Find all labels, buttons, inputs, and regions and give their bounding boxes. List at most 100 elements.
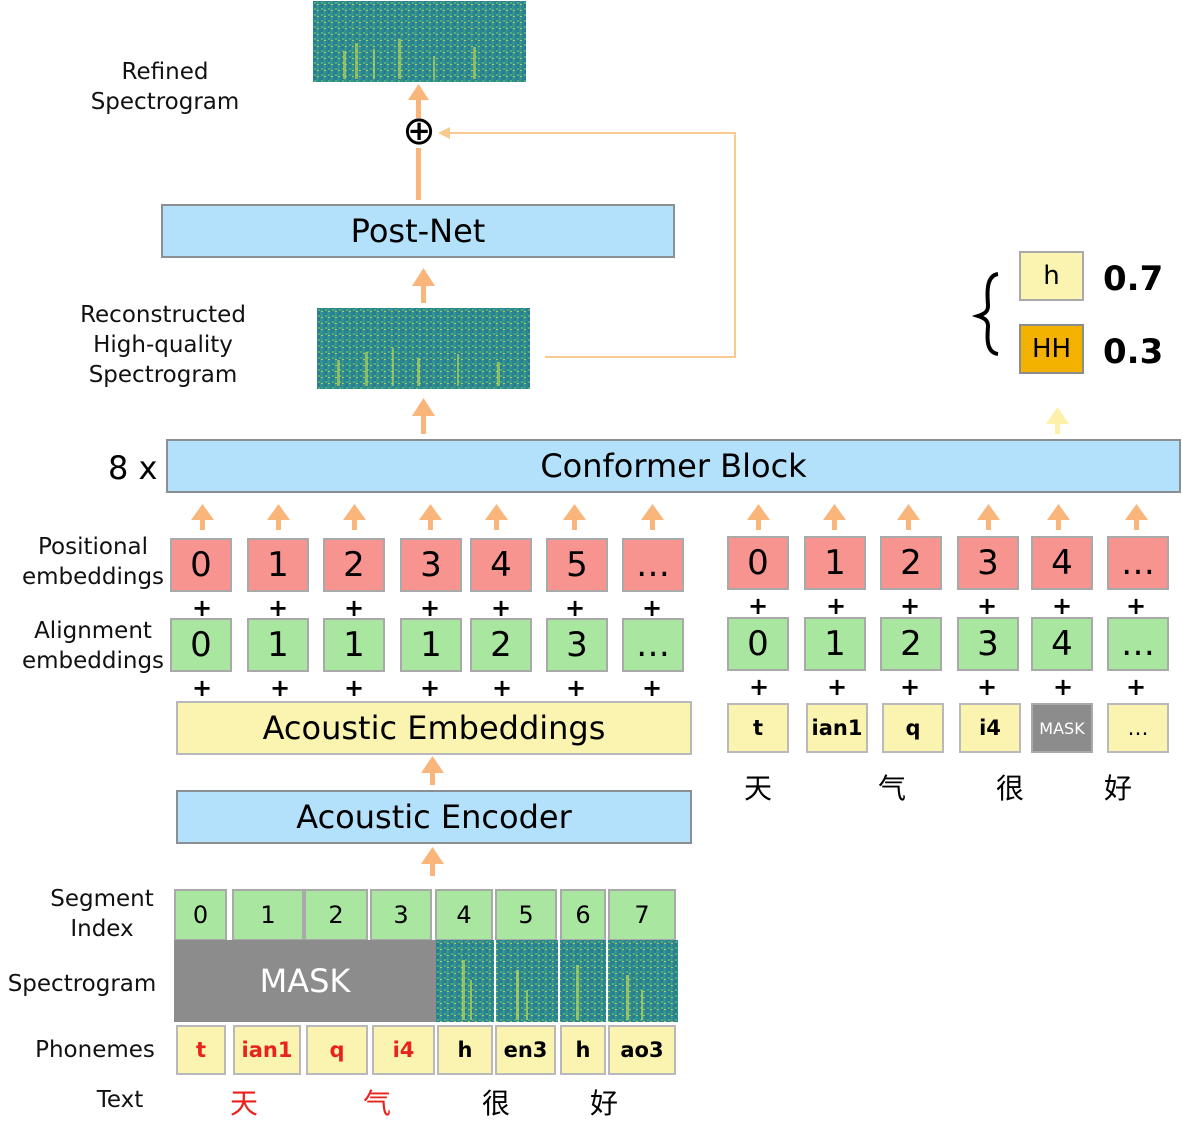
conformer-to-recon-arrowhead [412,398,435,416]
reconstructed-label-line-3: Spectrogram [88,362,238,388]
plus-sign: + [419,674,441,702]
plus-sign: + [1125,673,1147,701]
segment-index-cell: 5 [495,889,557,941]
bottom-phoneme-cell: h [437,1025,493,1075]
plus-sign: + [1052,673,1074,701]
left-positional-cell: … [622,538,684,592]
right-phoneme-cell: q [882,703,944,753]
right-embedding-arrows [747,504,1148,530]
refined-spectrogram-label: Refined Spectrogram [80,57,250,117]
segment-label-line-2: Index [70,916,134,942]
segment-index-cell: 1 [232,889,304,941]
phonemes-label: Phonemes [35,1037,155,1063]
plus-sign: + [641,674,663,702]
right-text-char: 很 [995,772,1024,805]
encoder-to-embeddings-arrow-shaft [430,771,435,785]
right-phoneme-mask-cell: MASK [1031,703,1093,753]
post-net-block: Post-Net [161,204,675,258]
positional-label-line-1: Positional [37,534,149,560]
bottom-phoneme-cell: ian1 [233,1025,301,1075]
visible-spectrogram-segments [436,940,678,1022]
bottom-phoneme-cell: h [560,1025,606,1075]
left-positional-cell: 5 [546,538,608,592]
plus-sign: + [565,674,587,702]
plus-sign: + [491,674,513,702]
bottom-phoneme-cell: en3 [495,1025,556,1075]
plus-sign: + [976,592,998,620]
plus-sign: + [343,674,365,702]
plus-sign: + [641,594,663,622]
refined-label-line-1: Refined [121,59,209,85]
sum-symbol: ⊕ [402,108,436,154]
left-positional-cell: 2 [323,538,385,592]
left-alignment-cell: 1 [323,618,385,672]
alignment-label-line-1: Alignment [34,618,152,644]
plus-sign: + [191,674,213,702]
bottom-text-char: 好 [589,1087,618,1120]
positional-label-line-2: embeddings [21,564,165,590]
right-phoneme-cell: ian1 [806,703,868,753]
reconstructed-spectrogram-label: Reconstructed High-quality Spectrogram [68,300,258,390]
right-alignment-cell: 3 [957,617,1019,671]
segment-index-label: Segment Index [40,884,164,944]
residual-arrowhead [438,127,450,139]
plus-sign: + [267,594,289,622]
right-positional-cell: … [1107,536,1169,590]
input-to-encoder-arrowhead [421,847,444,864]
positional-embeddings-label: Positional embeddings [16,532,170,592]
right-text-char: 天 [743,772,772,805]
left-alignment-cell: … [622,618,684,672]
encoder-to-embeddings-arrowhead [421,756,444,773]
right-alignment-cell: 2 [880,617,942,671]
postnet-to-sum-arrow-shaft [416,148,421,200]
recon-to-postnet-arrow-shaft [421,284,426,303]
plus-sign: + [343,594,365,622]
segment-index-cell: 3 [370,889,432,941]
segment-label-line-1: Segment [50,886,154,912]
right-positional-cell: 3 [957,536,1019,590]
left-positional-cell: 1 [247,538,309,592]
bottom-phoneme-cell: t [176,1025,226,1075]
acoustic-embeddings-block: Acoustic Embeddings [176,701,692,755]
bottom-text-char: 天 [229,1087,258,1120]
residual-connection-line [440,132,736,358]
left-alignment-cell: 1 [400,618,462,672]
plus-sign: + [825,592,847,620]
reconstructed-label-line-2: High-quality [93,332,233,358]
spectrogram-label: Spectrogram [7,971,157,997]
bottom-phoneme-cell: i4 [372,1025,435,1075]
left-alignment-cell: 0 [170,618,232,672]
refined-label-line-2: Spectrogram [90,89,240,115]
conformer-to-prediction-arrow-shaft [1055,422,1060,434]
conformer-to-prediction-arrowhead [1046,407,1069,424]
input-to-encoder-arrow-shaft [430,862,435,876]
right-positional-cell: 4 [1031,536,1093,590]
plus-sign: + [826,673,848,701]
bottom-text-char: 很 [481,1087,510,1120]
left-positional-cell: 0 [170,538,232,592]
left-alignment-cell: 2 [470,618,532,672]
sum-to-refined-arrowhead [408,84,429,100]
right-phoneme-cell: t [727,703,789,753]
masked-spectrogram-region: MASK [174,940,436,1022]
refined-spectrogram-image [313,1,526,82]
prediction-box-h: h [1019,251,1084,301]
reconstructed-spectrogram-image [317,308,530,389]
plus-sign: + [490,594,512,622]
segment-index-cell: 2 [304,889,368,941]
right-alignment-cell: … [1107,617,1169,671]
segment-index-cell: 0 [174,889,227,941]
left-positional-cell: 3 [400,538,462,592]
repeat-label: 8 x [108,449,158,487]
alignment-embeddings-label: Alignment embeddings [16,616,170,676]
plus-sign: + [564,594,586,622]
right-alignment-cell: 1 [804,617,866,671]
segment-index-cell: 4 [435,889,493,941]
right-positional-cell: 1 [804,536,866,590]
left-embedding-arrows [191,504,664,530]
left-positional-cell: 4 [470,538,532,592]
right-positional-cell: 0 [727,536,789,590]
conformer-block: Conformer Block [166,439,1181,493]
text-label: Text [96,1087,144,1113]
